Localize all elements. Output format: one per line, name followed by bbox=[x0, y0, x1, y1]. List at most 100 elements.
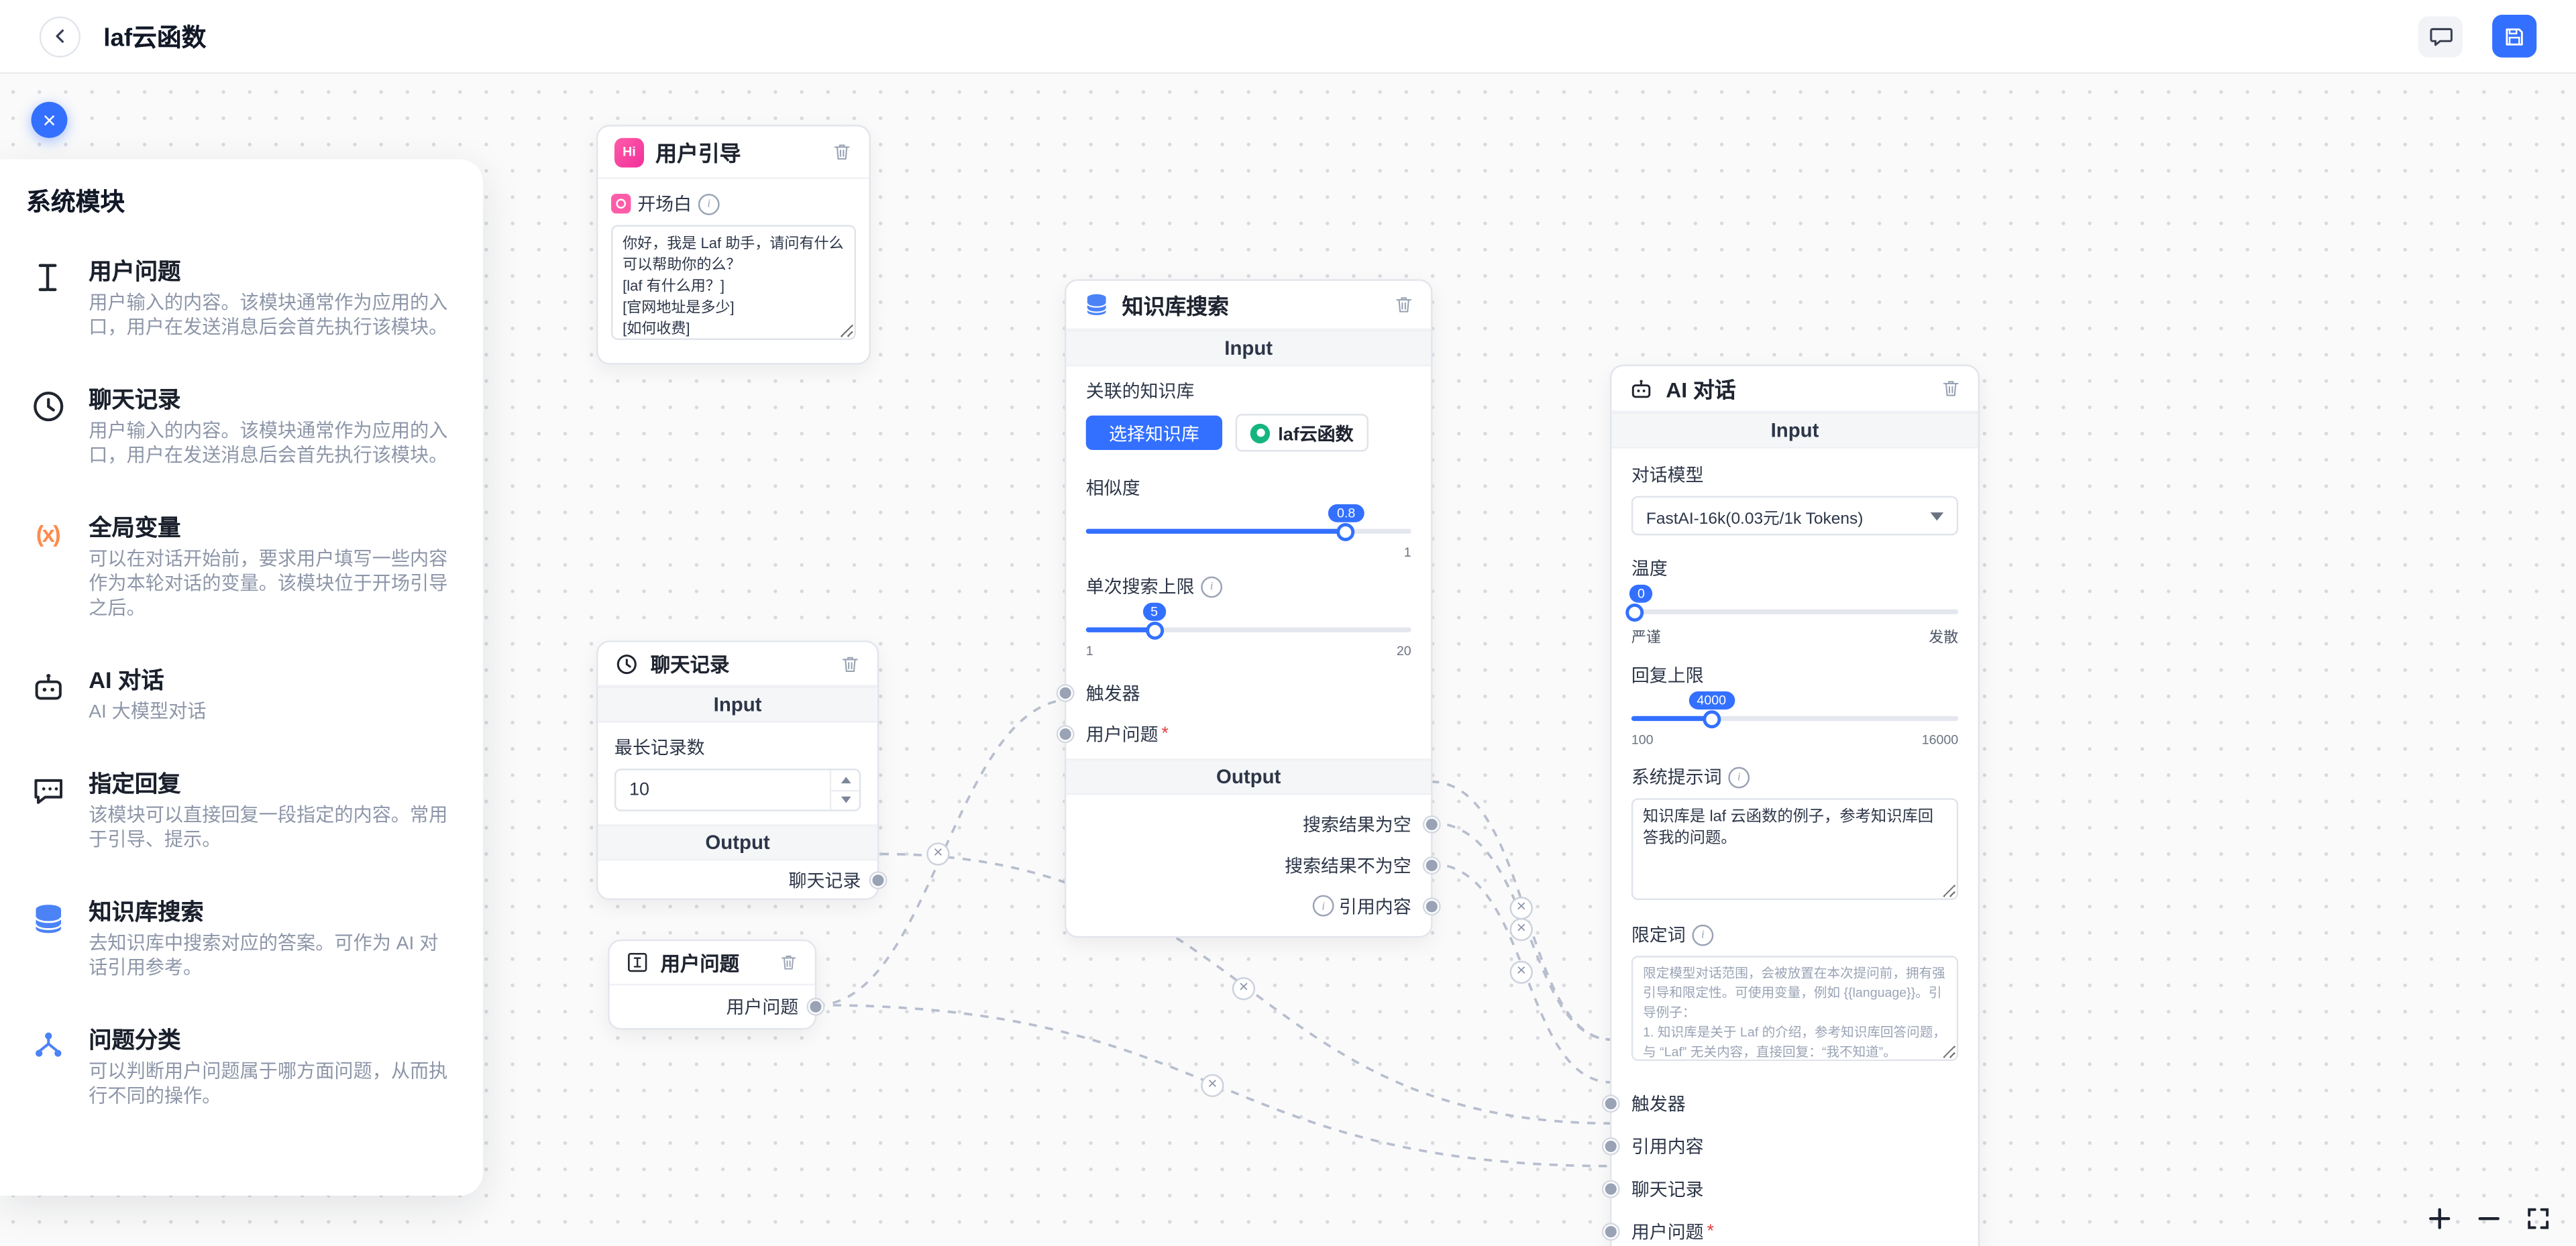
node-kb-search[interactable]: 知识库搜索 Input 关联的知识库 选择知识库 laf云函数 相似度 0.8 bbox=[1058, 279, 1440, 938]
node-ai-chat[interactable]: AI 对话 Input 对话模型 FastAI-16k(0.03元/1k Tok… bbox=[1603, 364, 1980, 1246]
robot-icon bbox=[1628, 376, 1654, 402]
edge-delete-button[interactable] bbox=[1509, 897, 1533, 920]
max-tokens-slider[interactable]: 4000 bbox=[1631, 691, 1959, 731]
module-name: 指定回复 bbox=[89, 770, 181, 797]
slider-handle[interactable] bbox=[1702, 709, 1721, 728]
info-icon[interactable] bbox=[1692, 923, 1714, 946]
temperature-slider[interactable]: 0 bbox=[1625, 584, 1959, 624]
node-header[interactable]: 用户问题 bbox=[609, 941, 815, 986]
app-title: laf云函数 bbox=[103, 23, 207, 52]
back-button[interactable] bbox=[39, 15, 81, 57]
node-title: 用户问题 bbox=[660, 952, 740, 975]
max-records-input[interactable] bbox=[616, 770, 837, 810]
edge-delete-button[interactable] bbox=[1509, 917, 1533, 942]
fit-view-button[interactable] bbox=[2524, 1204, 2553, 1233]
connection-handle[interactable] bbox=[1603, 1224, 1619, 1239]
topbar: laf云函数 bbox=[0, 0, 2576, 74]
model-select[interactable]: FastAI-16k(0.03元/1k Tokens) bbox=[1631, 496, 1959, 536]
slider-handle[interactable] bbox=[1145, 620, 1164, 639]
connection-handle[interactable] bbox=[1058, 685, 1073, 700]
sidebar-item-kb-search[interactable]: 知识库搜索 去知识库中搜索对应的答案。可作为 AI 对话引用参考。 bbox=[26, 895, 457, 982]
node-header[interactable]: AI 对话 bbox=[1611, 366, 1978, 412]
top-k-slider[interactable]: 5 bbox=[1085, 602, 1411, 642]
stepper-arrows[interactable] bbox=[829, 770, 859, 810]
welcome-textarea[interactable]: 你好，我是 Laf 助手，请问有什么可以帮助你的么？ [laf 有什么用？] [… bbox=[611, 225, 856, 340]
module-name: 聊天记录 bbox=[89, 386, 181, 412]
info-icon[interactable] bbox=[1201, 575, 1223, 598]
node-header[interactable]: 知识库搜索 bbox=[1066, 281, 1432, 331]
similarity-value-badge: 0.8 bbox=[1328, 504, 1364, 522]
connection-handle[interactable] bbox=[1424, 898, 1440, 913]
node-user-guide[interactable]: Hi 用户引导 开场白 你好，我是 Laf 助手，请问有什么可以帮助你的么？ [… bbox=[596, 125, 871, 365]
node-header[interactable]: Hi 用户引导 bbox=[598, 127, 869, 179]
connection-handle[interactable] bbox=[808, 999, 823, 1015]
node-title: 用户引导 bbox=[655, 141, 741, 166]
database-icon bbox=[26, 897, 69, 940]
module-panel: 系统模块 用户问题 用户输入的内容。该模块通常作为应用的入口，用户在发送消息后会… bbox=[0, 159, 484, 1196]
node-header[interactable]: 聊天记录 bbox=[598, 642, 877, 687]
node-title: 聊天记录 bbox=[650, 653, 730, 676]
sidebar-item-ai-chat[interactable]: AI 对话 AI 大模型对话 bbox=[26, 663, 457, 726]
input-label: 触发器 bbox=[1085, 684, 1140, 704]
clock-icon bbox=[26, 384, 69, 427]
temperature-value-badge: 0 bbox=[1629, 584, 1654, 603]
edge-delete-button[interactable] bbox=[1232, 977, 1256, 1001]
select-dataset-button[interactable]: 选择知识库 bbox=[1085, 415, 1223, 451]
close-panel-button[interactable] bbox=[31, 101, 68, 138]
connection-handle[interactable] bbox=[1424, 816, 1440, 832]
node-chat-history[interactable]: 聊天记录 Input 最长记录数 Output 聊天记录 bbox=[596, 640, 886, 901]
dataset-tag[interactable]: laf云函数 bbox=[1235, 414, 1368, 452]
info-icon[interactable] bbox=[1312, 895, 1334, 917]
info-icon[interactable] bbox=[698, 192, 720, 215]
save-button[interactable] bbox=[2492, 15, 2537, 58]
limit-textarea[interactable] bbox=[1631, 956, 1959, 1062]
clock-icon bbox=[614, 651, 639, 676]
system-prompt-textarea[interactable]: 知识库是 laf 云函数的例子，参考知识库回答我的问题。 bbox=[1631, 798, 1959, 901]
sidebar-item-question-classify[interactable]: 问题分类 可以判断用户问题属于哪方面问题，从而执行不同的操作。 bbox=[26, 1023, 457, 1111]
delete-node-button[interactable] bbox=[1940, 378, 1962, 399]
edge-delete-button[interactable] bbox=[1509, 960, 1533, 984]
delete-node-button[interactable] bbox=[1393, 294, 1415, 315]
module-desc: 可以在对话开始前，要求用户填写一些内容作为本轮对话的变量。该模块位于开场引导之后… bbox=[89, 550, 448, 620]
connection-handle[interactable] bbox=[870, 872, 886, 887]
delete-node-button[interactable] bbox=[839, 653, 861, 674]
chevron-left-icon bbox=[50, 26, 70, 46]
sidebar-item-fixed-reply[interactable]: 指定回复 该模块可以直接回复一段指定的内容。常用于引导、提示。 bbox=[26, 767, 457, 854]
sidebar-item-user-question[interactable]: 用户问题 用户输入的内容。该模块通常作为应用的入口，用户在发送消息后会首先执行该… bbox=[26, 255, 457, 342]
node-user-question[interactable]: 用户问题 用户问题 bbox=[608, 939, 823, 1030]
connection-handle[interactable] bbox=[1058, 726, 1073, 741]
output-section-header: Output bbox=[598, 824, 877, 861]
sidebar-item-chat-history[interactable]: 聊天记录 用户输入的内容。该模块通常作为应用的入口，用户在发送消息后会首先执行该… bbox=[26, 383, 457, 470]
limit-label: 限定词 bbox=[1631, 926, 1686, 946]
delete-node-button[interactable] bbox=[831, 141, 853, 163]
chat-test-button[interactable] bbox=[2418, 15, 2463, 57]
max-tokens-label: 回复上限 bbox=[1631, 667, 1704, 687]
edge-delete-button[interactable] bbox=[926, 842, 950, 866]
node-title: AI 对话 bbox=[1666, 378, 1736, 403]
max-records-stepper[interactable] bbox=[614, 769, 861, 811]
chat-bubble-icon bbox=[2427, 23, 2453, 49]
output-section-header: Output bbox=[1066, 758, 1432, 795]
connection-handle[interactable] bbox=[1603, 1139, 1619, 1154]
slider-handle[interactable] bbox=[1337, 522, 1356, 541]
connection-handle[interactable] bbox=[1603, 1096, 1619, 1111]
dataset-label: 关联的知识库 bbox=[1085, 382, 1195, 403]
slider-handle[interactable] bbox=[1625, 602, 1644, 621]
zoom-in-button[interactable] bbox=[2425, 1204, 2455, 1233]
dataset-avatar-icon bbox=[1250, 422, 1271, 443]
input-label: 用户问题 bbox=[1631, 1223, 1704, 1243]
module-desc: 该模块可以直接回复一段指定的内容。常用于引导、提示。 bbox=[89, 806, 448, 851]
module-desc: 用户输入的内容。该模块通常作为应用的入口，用户在发送消息后会首先执行该模块。 bbox=[89, 294, 448, 339]
similarity-slider[interactable]: 0.8 bbox=[1085, 504, 1411, 544]
edge-delete-button[interactable] bbox=[1201, 1074, 1224, 1097]
connection-handle[interactable] bbox=[1424, 857, 1440, 872]
top-k-value-badge: 5 bbox=[1142, 602, 1167, 621]
zoom-out-button[interactable] bbox=[2474, 1204, 2504, 1233]
info-icon[interactable] bbox=[1728, 766, 1750, 788]
module-name: 问题分类 bbox=[89, 1026, 181, 1053]
delete-node-button[interactable] bbox=[779, 952, 798, 972]
node-title: 知识库搜索 bbox=[1122, 294, 1229, 319]
sidebar-item-global-variable[interactable]: (x) 全局变量 可以在对话开始前，要求用户填写一些内容作为本轮对话的变量。该模… bbox=[26, 511, 457, 623]
connection-handle[interactable] bbox=[1603, 1182, 1619, 1197]
